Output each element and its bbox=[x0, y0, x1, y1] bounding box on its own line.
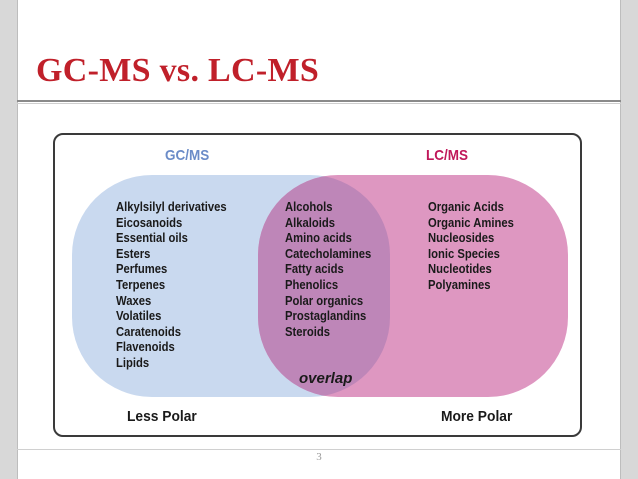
lc-ms-compound-item: Ionic Species bbox=[428, 246, 500, 261]
lc-ms-compound-item: Nucleosides bbox=[428, 231, 495, 246]
less-polar-label: Less Polar bbox=[127, 408, 197, 425]
gc-ms-compound-item: Volatiles bbox=[116, 309, 162, 324]
lc-ms-compound-item: Organic Acids bbox=[428, 200, 504, 214]
gc-ms-compound-item: Perfumes bbox=[116, 262, 168, 277]
overlap-compound-item: Prostaglandins bbox=[285, 309, 367, 324]
slide-title: GC-MS vs. LC-MS bbox=[36, 52, 320, 89]
overlap-compound-item: Catecholamines bbox=[285, 246, 372, 261]
lc-ms-header: LC/MS bbox=[426, 147, 469, 164]
more-polar-label: More Polar bbox=[441, 408, 513, 425]
gc-ms-compound-item: Waxes bbox=[116, 293, 152, 308]
gc-ms-compound-item: Terpenes bbox=[116, 277, 166, 292]
page-number: 3 bbox=[316, 451, 322, 463]
overlap-compound-item: Polar organics bbox=[285, 293, 364, 308]
left-frame-bar bbox=[0, 0, 17, 479]
gc-ms-header: GC/MS bbox=[165, 147, 210, 164]
overlap-region bbox=[258, 175, 390, 397]
overlap-label: overlap bbox=[299, 370, 353, 387]
right-frame-bar bbox=[621, 0, 638, 479]
overlap-compound-item: Alcohols bbox=[285, 200, 333, 214]
right-frame-line bbox=[620, 0, 621, 479]
overlap-compound-item: Amino acids bbox=[285, 231, 352, 246]
gc-ms-compound-item: Esters bbox=[116, 246, 151, 261]
overlap-compound-item: Phenolics bbox=[285, 277, 339, 292]
gc-ms-compound-item: Caratenoids bbox=[116, 324, 182, 339]
title-underline bbox=[17, 100, 621, 102]
lc-ms-compound-item: Polyamines bbox=[428, 277, 491, 292]
gc-ms-compound-item: Eicosanoids bbox=[116, 215, 183, 230]
title-underline-light bbox=[17, 103, 621, 104]
footer-rule bbox=[17, 449, 621, 450]
lc-ms-compound-item: Organic Amines bbox=[428, 215, 514, 230]
gc-ms-compound-item: Flavenoids bbox=[116, 340, 175, 355]
overlap-compound-item: Steroids bbox=[285, 324, 331, 339]
overlap-compound-item: Fatty acids bbox=[285, 262, 344, 277]
gc-ms-compound-item: Alkylsilyl derivatives bbox=[116, 200, 227, 214]
left-frame-line bbox=[17, 0, 18, 479]
lc-ms-compound-item: Nucleotides bbox=[428, 262, 492, 277]
gc-ms-compound-item: Lipids bbox=[116, 355, 150, 370]
overlap-compound-item: Alkaloids bbox=[285, 215, 336, 230]
gc-ms-compound-item: Essential oils bbox=[116, 231, 188, 246]
